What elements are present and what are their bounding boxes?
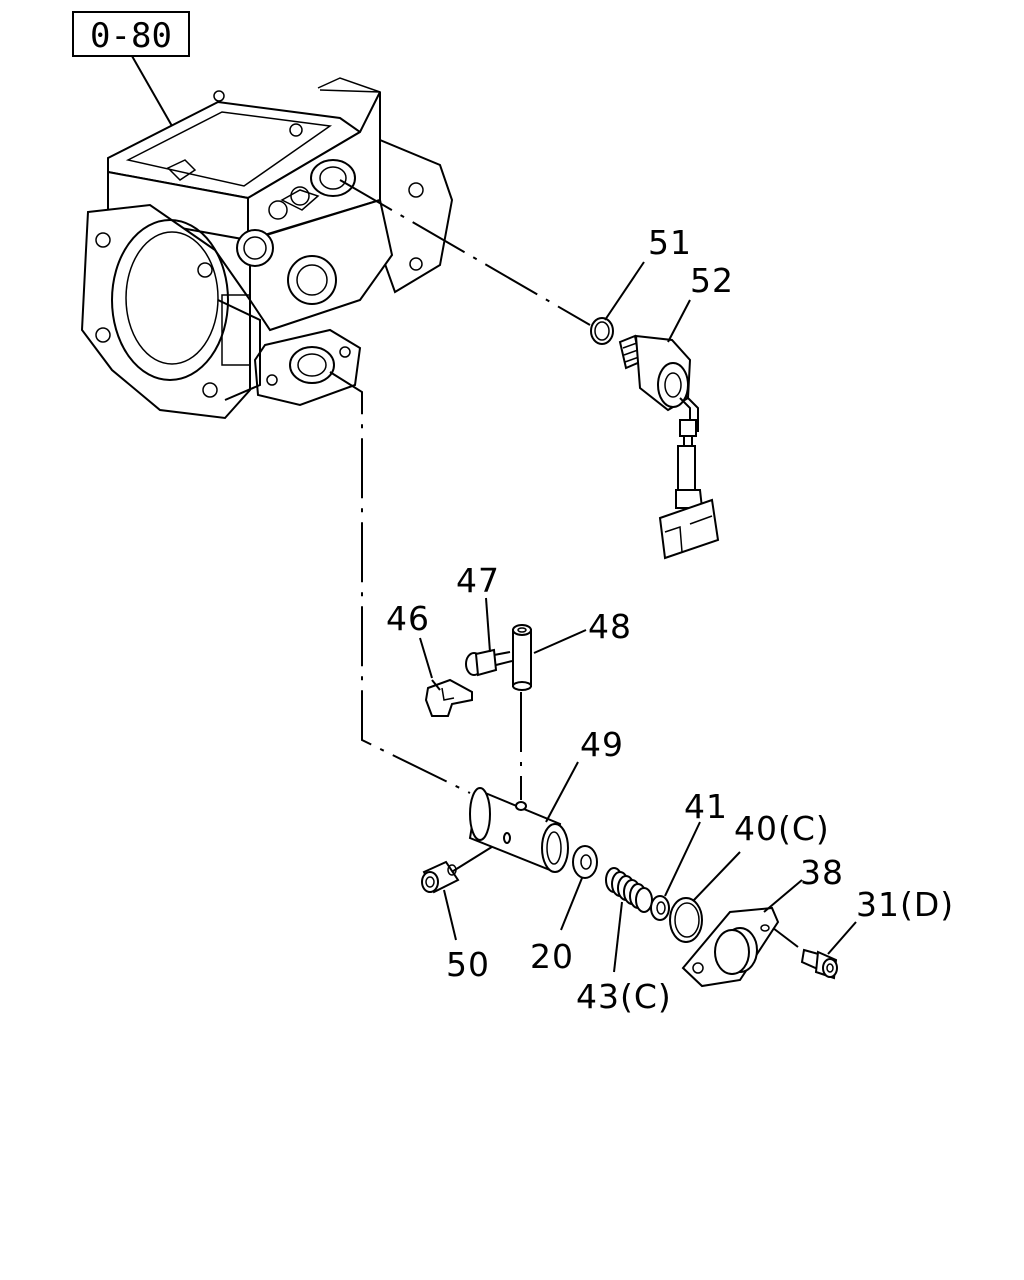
part-40-o-ring xyxy=(669,897,703,943)
part-31-bolt xyxy=(800,948,838,980)
part-48-pin xyxy=(512,624,532,691)
callout-41: 41 xyxy=(684,787,728,826)
part-51-o-ring xyxy=(590,317,614,345)
pump-housing xyxy=(80,77,454,420)
part-46-clip xyxy=(424,678,473,717)
callout-leaders xyxy=(419,261,857,973)
part-47-screw xyxy=(465,648,513,677)
callout-49: 49 xyxy=(580,725,624,764)
callout-40: 40(C) xyxy=(734,809,830,848)
part-49-sleeve xyxy=(468,787,569,873)
callout-20: 20 xyxy=(530,937,574,976)
part-43-spring xyxy=(605,867,653,913)
part-20-washer xyxy=(572,845,598,879)
callout-43: 43(C) xyxy=(576,977,672,1016)
callout-38: 38 xyxy=(800,853,844,892)
callout-31: 31(D) xyxy=(856,885,954,924)
part-41-washer xyxy=(650,895,670,921)
part-52-sensor xyxy=(618,334,720,560)
callout-48: 48 xyxy=(588,607,632,646)
callout-labels: 51 52 47 46 48 49 41 40(C) 38 31(D) 50 2… xyxy=(386,223,954,1016)
callout-46: 46 xyxy=(386,599,430,638)
part-38-cover xyxy=(681,906,799,988)
reference-box-label: 0-80 xyxy=(90,16,172,56)
callout-47: 47 xyxy=(456,561,500,600)
callout-52: 52 xyxy=(690,261,734,300)
reference-box: 0-80 xyxy=(72,11,190,127)
callout-50: 50 xyxy=(446,945,490,984)
part-50-bushing xyxy=(421,860,460,894)
callout-51: 51 xyxy=(648,223,692,262)
